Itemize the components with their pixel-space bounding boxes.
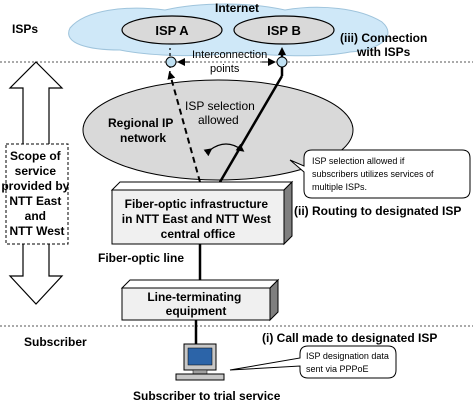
solid-route-isp-b [218,75,284,183]
isp-designation-note: ISP designation data sent via PPPoE [306,351,391,374]
scope-of-service-label: Scope of service provided by NTT East an… [1,149,72,238]
isp-b-oval [233,15,335,45]
isp-selection-line-2: allowed [198,113,239,127]
scope-of-service-box [5,143,69,245]
lte-label: Line-terminating equipment [147,290,244,318]
lte-line-1: Line-terminating [147,290,241,304]
isp-note-line-3: multiple ISPs. [312,182,367,192]
infrastructure-line-2: in NTT East and NTT West [122,212,271,226]
infrastructure-box [111,189,285,245]
connection-line-2: with ISPs [356,45,411,59]
infrastructure-line-3: central office [161,227,236,241]
regional-ip-network-ellipse [82,79,354,181]
scope-line-6: NTT West [9,224,64,238]
connection-with-isps-label: (iii) Connection with ISPs [340,31,431,59]
call-made-label: (i) Call made to designated ISP [262,331,437,345]
scope-line-2: service [15,164,57,178]
isp-a-oval [121,15,223,45]
fiber-optic-line-label: Fiber-optic line [98,251,184,265]
isp-b-label: ISP B [267,23,301,38]
isp-designation-callout [229,345,397,379]
interconnection-point-b [276,56,288,68]
lte-box-top [120,279,280,289]
interconnection-line-1: Interconnection [192,49,267,61]
isp-selection-note-callout [289,149,471,199]
dashed-route-isp-a [167,71,201,183]
lte-box [121,287,271,321]
lte-line-2: equipment [166,304,227,318]
isp-a-label: ISP A [155,23,189,38]
scope-line-4: NTT East [9,194,61,208]
routing-label: (ii) Routing to designated ISP [294,204,461,218]
infrastructure-line-1: Fiber-optic infrastructure [125,197,269,211]
interconnection-label: Interconnection points [192,49,270,75]
designation-line-2: sent via PPPoE [306,364,369,374]
infrastructure-box-side [283,180,293,246]
isp-selection-label: ISP selection allowed [185,99,258,127]
designation-line-1: ISP designation data [306,351,389,361]
infrastructure-label: Fiber-optic infrastructure in NTT East a… [122,197,274,241]
infrastructure-box-top [110,181,294,191]
interconnection-point-a [165,56,177,68]
regional-line-2: network [120,131,166,145]
internet-title: Internet [215,1,259,15]
computer-icon [175,343,225,381]
interconnection-line-2: points [210,63,240,75]
isp-selection-note: ISP selection allowed if subscribers uti… [312,156,436,192]
isp-selection-line-1: ISP selection [185,99,255,113]
isp-note-line-1: ISP selection allowed if [312,156,405,166]
scope-line-3: provided by [1,179,69,193]
isp-note-line-2: subscribers utilizes services of [312,169,434,179]
connection-line-1: (iii) Connection [340,31,427,45]
subscriber-caption: Subscriber to trial service [133,389,281,403]
subscriber-label: Subscriber [24,335,87,349]
regional-ip-network-label: Regional IP network [108,116,176,145]
scope-line-1: Scope of [10,149,62,163]
scope-line-5: and [25,209,46,223]
regional-line-1: Regional IP [108,116,173,130]
isps-label: ISPs [12,22,38,36]
